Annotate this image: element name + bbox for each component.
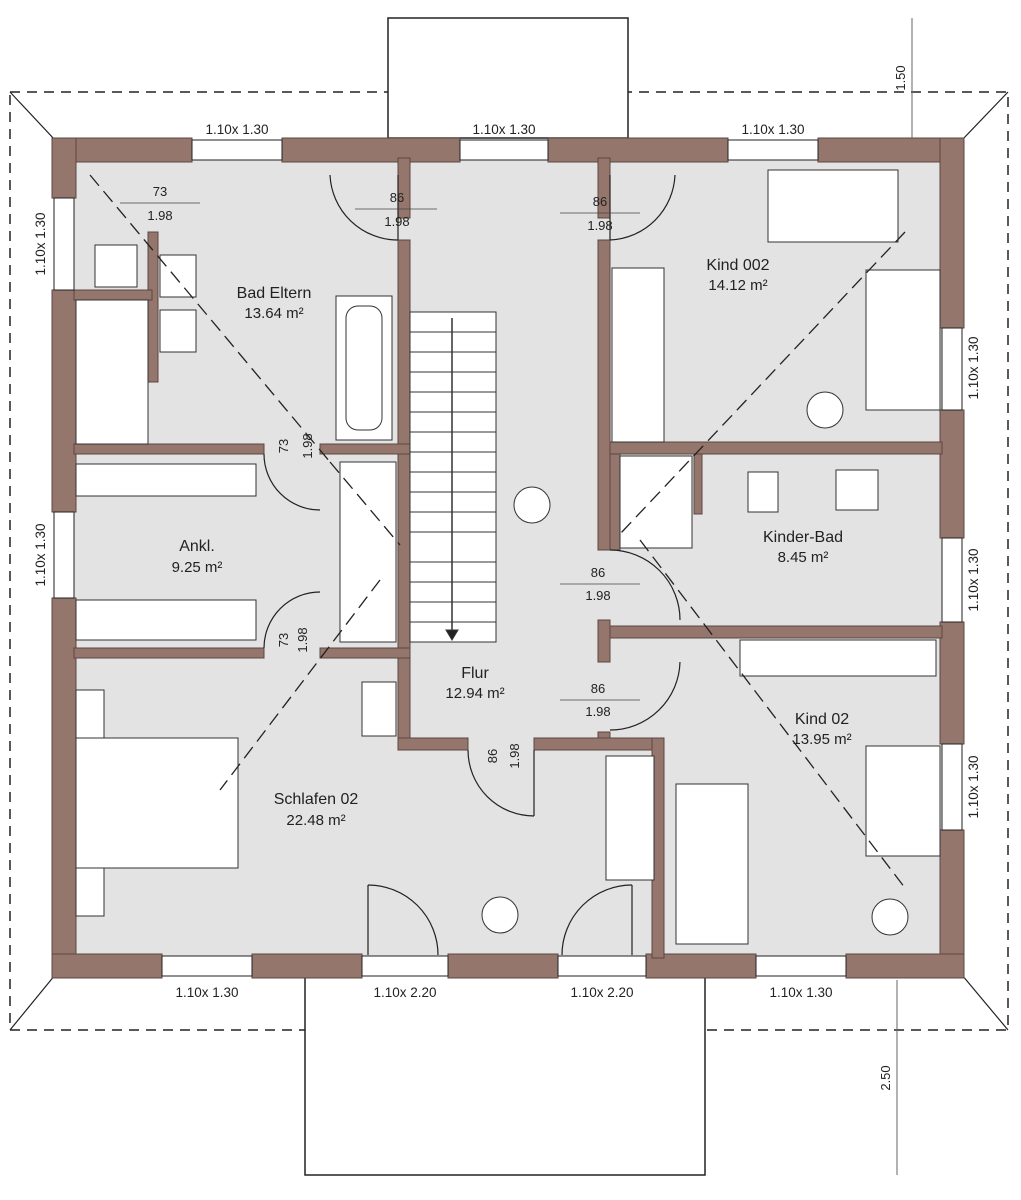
room-name-bad-eltern: Bad Eltern — [237, 285, 312, 302]
bottom-projection-dimension: 2.50 — [878, 1065, 893, 1090]
roof-hip-line — [9, 974, 56, 1031]
door-height: 1.98 — [300, 433, 315, 458]
door-dimensions: 73 1.98 86 1.98 86 1.98 73 1.98 73 1.98 … — [120, 184, 640, 769]
plant — [481, 896, 519, 934]
sink — [159, 254, 197, 298]
room-name-kind-02: Kind 02 — [795, 711, 849, 728]
bed — [767, 169, 899, 243]
window-frames — [53, 139, 963, 977]
wardrobe — [75, 599, 257, 641]
plant — [806, 391, 844, 429]
room-area-kind-02: 13.95 m² — [792, 731, 851, 748]
window-label: 1.10x 1.30 — [175, 985, 238, 1000]
slope-lines — [89, 174, 906, 889]
wardrobe — [739, 639, 937, 677]
window-label: 1.10x 1.30 — [769, 985, 832, 1000]
door-swings — [263, 174, 681, 956]
door-height: 1.98 — [587, 218, 612, 233]
desk — [605, 755, 655, 881]
door-height: 1.98 — [507, 743, 522, 768]
desk — [865, 745, 941, 857]
window-label: 1.10x 1.30 — [966, 755, 981, 818]
roof-outline — [9, 91, 1009, 1031]
door-width: 73 — [153, 184, 167, 199]
room-name-ankl: Ankl. — [179, 538, 215, 555]
kinderbad-sink — [835, 469, 879, 511]
room-area-kinder-bad: 8.45 m² — [778, 549, 829, 566]
wardrobe — [339, 461, 397, 643]
washbasin — [361, 681, 397, 737]
room-name-flur: Flur — [461, 665, 489, 682]
door-height: 1.98 — [384, 214, 409, 229]
shower — [75, 299, 149, 445]
door-width: 73 — [276, 633, 291, 647]
room-name-kind-002: Kind 002 — [706, 257, 769, 274]
door-height: 1.98 — [147, 208, 172, 223]
window-label: 1.10x 1.30 — [741, 122, 804, 137]
room-area-flur: 12.94 m² — [445, 685, 504, 702]
window-label: 1.10x 1.30 — [205, 122, 268, 137]
window-label: 1.10x 2.20 — [570, 985, 633, 1000]
bed — [75, 737, 239, 869]
door-width: 86 — [593, 194, 607, 209]
window-label: 1.10x 1.30 — [472, 122, 535, 137]
window-label: 1.10x 1.30 — [966, 336, 981, 399]
wardrobe — [611, 267, 665, 443]
bottom-balcony — [304, 974, 706, 1176]
window-label: 1.10x 1.30 — [966, 548, 981, 611]
kinderbad-toilet — [747, 471, 779, 513]
door-width: 73 — [276, 439, 291, 453]
sink — [159, 309, 197, 353]
plant — [513, 486, 551, 524]
top-projection-dimension: 1.50 — [893, 65, 908, 90]
room-area-ankl: 9.25 m² — [172, 559, 223, 576]
roof-hip-line — [961, 91, 1009, 141]
desk — [865, 269, 941, 411]
room-name-schlafen-02: Schlafen 02 — [274, 791, 359, 808]
door-height: 1.98 — [585, 704, 610, 719]
staircase — [409, 311, 497, 643]
toilet — [94, 244, 138, 288]
window-label: 1.10x 2.20 — [373, 985, 436, 1000]
room-area-bad-eltern: 13.64 m² — [244, 305, 303, 322]
door-width: 86 — [485, 749, 500, 763]
door-height: 1.98 — [295, 627, 310, 652]
inner-walls — [73, 157, 943, 959]
door-height: 1.98 — [585, 588, 610, 603]
furniture — [75, 169, 941, 945]
bed — [675, 783, 749, 945]
wardrobe — [75, 463, 257, 497]
room-area-schlafen-02: 22.48 m² — [286, 812, 345, 829]
top-balcony — [387, 17, 629, 139]
window-labels: 1.10x 1.30 1.10x 1.30 1.10x 1.30 1.10x 1… — [33, 122, 981, 1000]
door-width: 86 — [591, 565, 605, 580]
window-label: 1.10x 1.30 — [33, 212, 48, 275]
roof-hip-line — [9, 91, 56, 141]
door-width: 86 — [591, 681, 605, 696]
outer-walls — [51, 137, 965, 979]
room-name-kinder-bad: Kinder-Bad — [763, 529, 843, 546]
roof-hip-line — [961, 974, 1009, 1031]
window-label: 1.10x 1.30 — [33, 523, 48, 586]
door-width: 86 — [390, 190, 404, 205]
room-area-kind-002: 14.12 m² — [708, 277, 767, 294]
plant — [871, 898, 909, 936]
